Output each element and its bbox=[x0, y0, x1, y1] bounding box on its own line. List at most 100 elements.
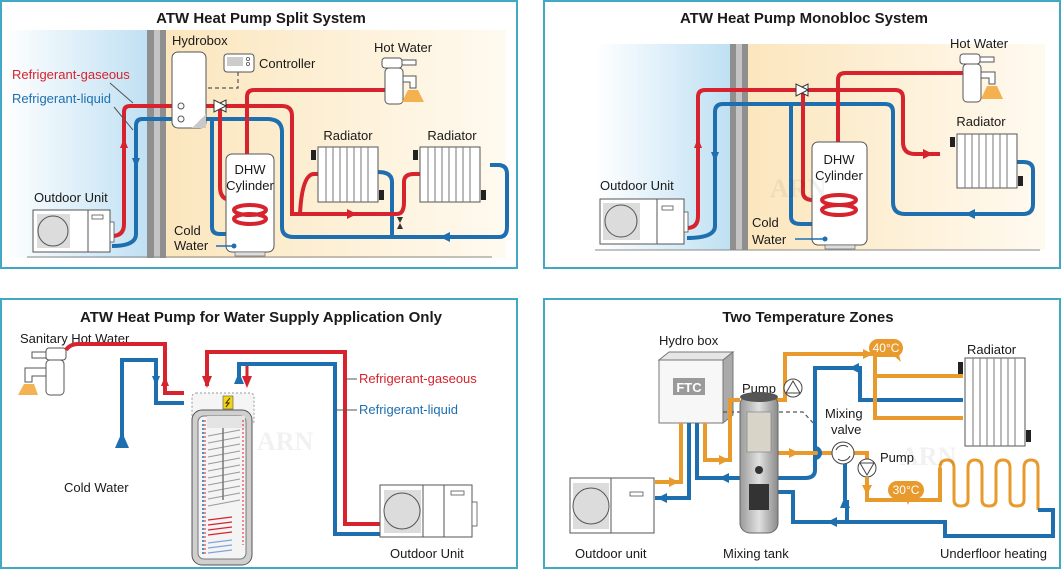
dhw-coil-return bbox=[789, 104, 835, 226]
panel-split-system: ATW Heat Pump Split System Hydrobox Cont… bbox=[0, 0, 518, 269]
radiator-1-label: Radiator bbox=[323, 128, 373, 143]
controller-icon bbox=[223, 53, 255, 73]
radiator-1-icon bbox=[311, 146, 384, 203]
water-supply-diagram: ATW Heat Pump for Water Supply Applicati… bbox=[18, 309, 478, 566]
outdoor-unit-label: Outdoor Unit bbox=[390, 546, 464, 561]
refrigerant-liquid-pipe bbox=[111, 117, 212, 248]
radiator-icon bbox=[958, 357, 1031, 447]
outdoor-unit-icon bbox=[599, 198, 689, 245]
panel-monobloc-system: ATW Heat Pump Monobloc System DHW Cylind… bbox=[543, 0, 1061, 269]
return-pipe bbox=[686, 102, 1035, 240]
cold-water-label: Cold Water bbox=[64, 480, 129, 495]
hydro-box-icon bbox=[657, 350, 735, 425]
dhw-label: DHW bbox=[234, 162, 266, 177]
two-zones-diagram: Two Temperature Zones Hydro box FTC Pump… bbox=[569, 309, 1055, 561]
panel-title: ATW Heat Pump Monobloc System bbox=[680, 10, 928, 27]
hot-water-label: Hot Water bbox=[374, 40, 433, 55]
panel-title: Two Temperature Zones bbox=[722, 309, 893, 326]
outdoor-unit-icon bbox=[569, 477, 655, 534]
arrow-down-icon bbox=[152, 376, 160, 386]
outdoor-unit-label: Outdoor Unit bbox=[34, 190, 108, 205]
outdoor-unit-label: Outdoor unit bbox=[575, 546, 647, 561]
panel-title: ATW Heat Pump Split System bbox=[156, 10, 366, 27]
hot-water-pipe bbox=[64, 342, 184, 395]
radiator-label: Radiator bbox=[956, 114, 1006, 129]
outdoor-unit-icon bbox=[379, 484, 478, 538]
underfloor-coil bbox=[938, 458, 1040, 510]
dhw-cylinder bbox=[225, 153, 275, 257]
arrow-right-icon bbox=[923, 149, 933, 159]
refrigerant-gaseous-pipe bbox=[205, 350, 382, 526]
indoor-area bbox=[166, 30, 506, 258]
watermark: ARN bbox=[257, 427, 314, 456]
cold-label: Cold bbox=[752, 215, 779, 230]
bypass-valve-icon bbox=[397, 217, 403, 229]
leader-line bbox=[113, 106, 134, 131]
panel-two-temperature-zones: Two Temperature Zones Hydro box FTC Pump… bbox=[543, 298, 1061, 569]
dhw-label: DHW bbox=[823, 152, 855, 167]
arrow-left-icon bbox=[719, 473, 729, 483]
cylinder-label: Cylinder bbox=[226, 178, 274, 193]
radiator-label: Radiator bbox=[967, 342, 1017, 357]
radiator-flow-pipe bbox=[775, 352, 963, 402]
arrow-down-icon bbox=[862, 485, 872, 495]
arrow-right-icon bbox=[789, 448, 799, 458]
radiator1-return bbox=[377, 170, 394, 237]
cold-water-pipe bbox=[120, 358, 184, 440]
arrow-up-icon bbox=[694, 138, 702, 148]
hydrobox-unit bbox=[171, 51, 207, 129]
temp-40-label: 40°C bbox=[873, 341, 900, 355]
underfloor-heating-label: Underfloor heating bbox=[940, 546, 1047, 561]
arrow-left-icon bbox=[657, 493, 667, 503]
arrow-down-icon bbox=[242, 376, 252, 388]
arrow-right-icon bbox=[347, 209, 357, 219]
hydro-to-tank-flow bbox=[703, 398, 740, 462]
refrigerant-liquid-pipe bbox=[237, 362, 382, 536]
mixing-label: Mixing bbox=[825, 406, 863, 421]
monobloc-system-diagram: ATW Heat Pump Monobloc System DHW Cylind… bbox=[595, 10, 1045, 251]
pump-2-label: Pump bbox=[880, 450, 914, 465]
valve-label: valve bbox=[831, 422, 861, 437]
outdoor-unit-label: Outdoor Unit bbox=[600, 178, 674, 193]
arrow-left-icon bbox=[965, 209, 975, 219]
arrow-down-icon bbox=[711, 152, 719, 162]
radiator2-flow bbox=[362, 172, 420, 216]
hydro-to-outdoor-return bbox=[655, 423, 691, 500]
arrow-up-icon bbox=[161, 376, 169, 386]
controller-label: Controller bbox=[259, 56, 316, 71]
outdoor-unit-icon bbox=[32, 209, 115, 253]
water-tank-icon bbox=[191, 392, 255, 566]
water-label: Water bbox=[174, 238, 209, 253]
control-cable bbox=[723, 411, 816, 426]
mixing-flow-pipe bbox=[775, 451, 869, 460]
arrow-left-icon bbox=[440, 232, 450, 242]
cylinder-label: Cylinder bbox=[815, 168, 863, 183]
wall bbox=[730, 44, 748, 250]
refrigerant-gaseous-label: Refrigerant-gaseous bbox=[359, 371, 477, 386]
hot-water-tap-icon bbox=[381, 57, 424, 105]
panel-water-supply: ATW Heat Pump for Water Supply Applicati… bbox=[0, 298, 518, 569]
radiator-return-pipe bbox=[775, 366, 963, 480]
arrow-left-icon bbox=[827, 517, 837, 527]
pump-1-label: Pump bbox=[742, 381, 776, 396]
leader-line bbox=[109, 82, 134, 104]
hydro-to-outdoor-flow bbox=[655, 423, 683, 484]
wall bbox=[147, 30, 166, 258]
refrigerant-liquid-label: Refrigerant-liquid bbox=[12, 91, 111, 106]
arrow-right-icon bbox=[719, 455, 729, 465]
watermark: ARN bbox=[770, 174, 827, 203]
split-system-diagram: ATW Heat Pump Split System Hydrobox Cont… bbox=[2, 10, 509, 258]
heating-return-pipe bbox=[192, 117, 509, 239]
hot-water-pipe bbox=[836, 71, 965, 142]
hot-water-label: Hot Water bbox=[950, 36, 1009, 51]
watermark: ARN bbox=[900, 442, 957, 471]
pump-1-icon bbox=[783, 378, 803, 398]
arrow-down-icon bbox=[202, 376, 212, 388]
radiator-icon bbox=[950, 133, 1023, 189]
arrow-up-icon bbox=[120, 138, 128, 148]
dhw-coil-return bbox=[210, 119, 262, 236]
panel-title: ATW Heat Pump for Water Supply Applicati… bbox=[80, 309, 443, 326]
dhw-cylinder bbox=[811, 141, 868, 250]
refrigerant-liquid-label: Refrigerant-liquid bbox=[359, 402, 458, 417]
temp-30-label: 30°C bbox=[893, 483, 920, 497]
